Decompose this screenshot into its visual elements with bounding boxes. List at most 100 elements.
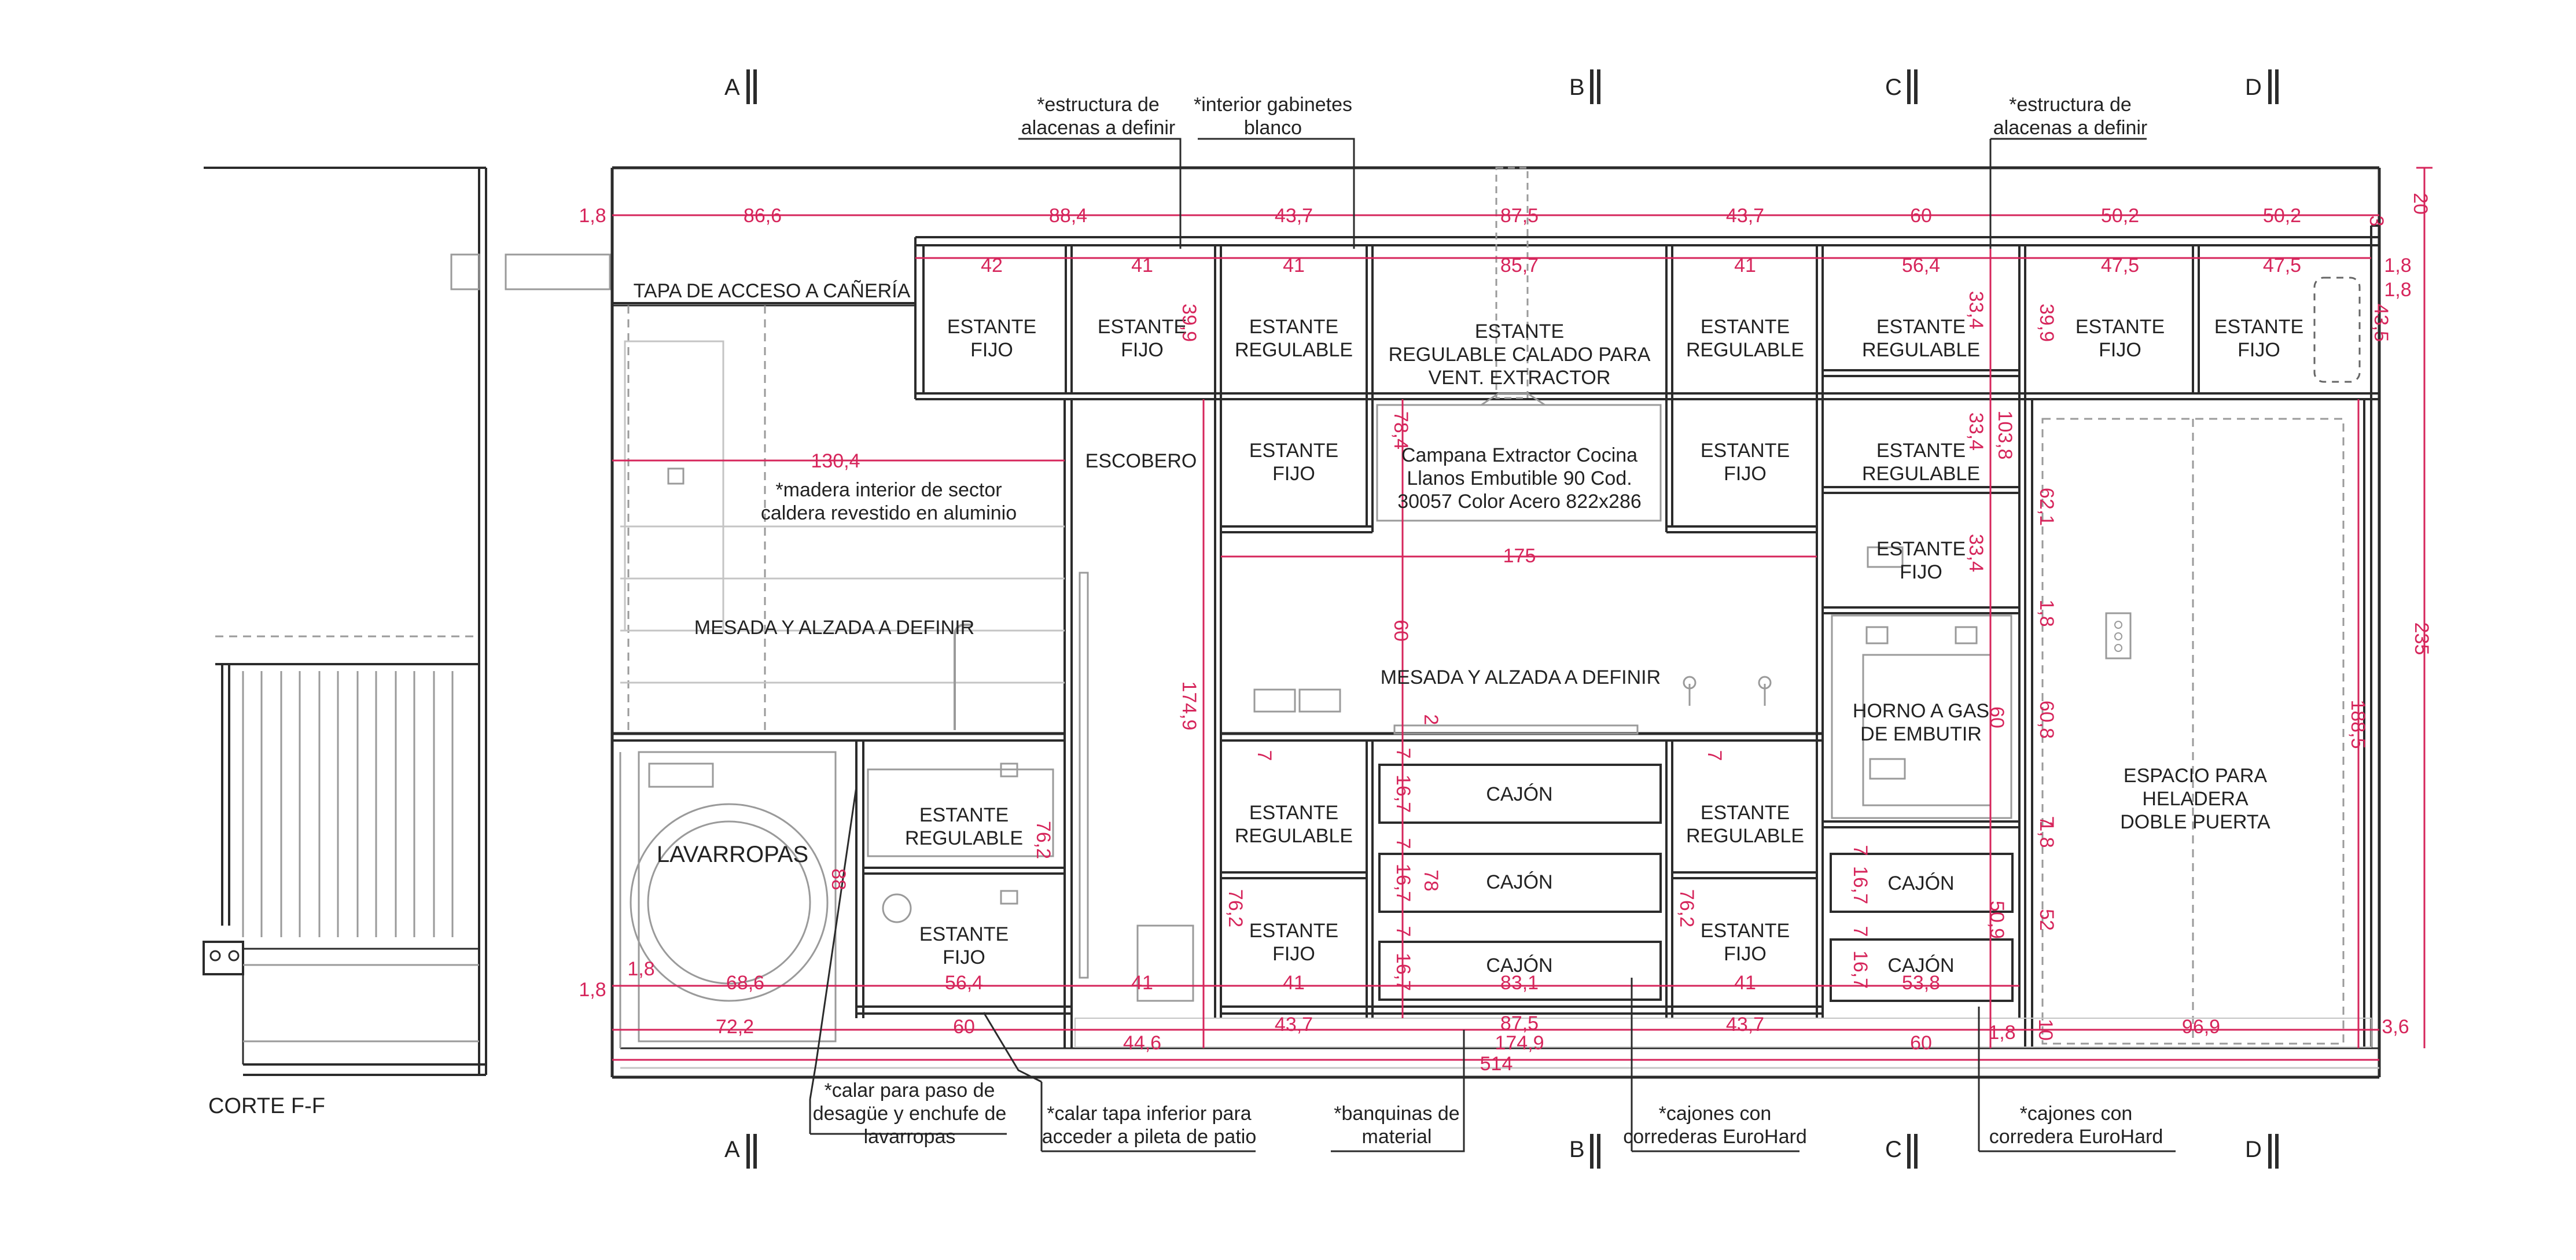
dim-t2: 86,6 (744, 205, 782, 227)
dim-d9: 7 (2036, 816, 2058, 827)
section-c-top: C (1885, 75, 1902, 100)
dim-t7: 60 (1910, 205, 1932, 227)
label-l6b: FIJO (1724, 943, 1767, 965)
label-horno-2: DE EMBUTIR (1860, 723, 1982, 745)
label-l2b: FIJO (943, 946, 985, 968)
label-u8a: ESTANTE (2214, 316, 2303, 338)
note-cajones-2b: corredera EuroHard (1989, 1126, 2163, 1148)
dim-v4: 43,5 (2370, 304, 2392, 342)
dim-b4: 56,4 (945, 972, 983, 994)
dim-f12: 3,6 (2382, 1016, 2409, 1038)
dim-d3: 16,7 (1392, 775, 1414, 813)
dim-b9: 53,8 (1902, 972, 1940, 994)
section-b-bottom: B (1569, 1137, 1585, 1162)
note-cajones-1: *cajones con (1659, 1103, 1772, 1125)
label-l1a: ESTANTE (919, 804, 1009, 826)
label-cajon-5: CAJÓN (1887, 955, 1954, 977)
label-madera-2: caldera revestido en aluminio (761, 502, 1017, 524)
dim-d6: 7 (1392, 926, 1414, 937)
label-cajon-2: CAJÓN (1486, 871, 1552, 893)
section-b-top: B (1569, 75, 1585, 100)
label-mesada-2: MESADA Y ALZADA A DEFINIR (1381, 666, 1661, 688)
dim-s7: 47,5 (2101, 255, 2139, 277)
label-heladera-2: HELADERA (2142, 788, 2249, 810)
dim-v20: 76,2 (1032, 821, 1054, 859)
dim-v8: 33,4 (1965, 412, 1987, 451)
dim-s6: 56,4 (1902, 255, 1940, 277)
range-hood (1376, 167, 1662, 522)
note-estructura-2b: alacenas a definir (1993, 117, 2148, 139)
label-m3a: ESTANTE (1876, 440, 1966, 462)
label-u7a: ESTANTE (2075, 316, 2165, 338)
dim-v9: 62,1 (2036, 488, 2058, 526)
dim-v23: 76,2 (1676, 889, 1698, 927)
label-m2b: FIJO (1724, 463, 1767, 485)
label-u6a: ESTANTE (1876, 316, 1966, 338)
dim-b3: 68,6 (726, 972, 764, 994)
dim-t1: 1,8 (579, 205, 606, 227)
cooking-zone (1221, 676, 1823, 1018)
dim-f1: 72,2 (716, 1016, 754, 1038)
note-estructura-1: *estructura de (1037, 94, 1160, 116)
label-madera-1: *madera interior de sector (775, 479, 1002, 501)
oven-column (1823, 546, 2019, 1002)
dim-b6: 41 (1283, 972, 1305, 994)
dim-h2: 175 (1503, 545, 1536, 567)
dim-t6: 43,7 (1726, 205, 1764, 227)
dim-v3: 39,9 (2036, 304, 2058, 342)
dim-d4: 7 (1392, 838, 1414, 849)
dim-d10: 7 (1849, 845, 1871, 856)
dim-v17: 235 (2411, 622, 2433, 655)
dim-s10: 1,8 (2384, 279, 2411, 301)
note-cajones-2: *cajones con (2020, 1103, 2133, 1125)
label-cajon-3: CAJÓN (1486, 955, 1552, 977)
label-u3b: REGULABLE (1235, 339, 1353, 361)
dim-f7: 174,9 (1495, 1032, 1544, 1054)
dim-f2: 60 (953, 1016, 975, 1038)
dim-s5: 41 (1734, 255, 1756, 277)
section-f-f-label: CORTE F-F (208, 1094, 325, 1118)
note-banquinas: *banquinas de (1334, 1103, 1459, 1125)
note-banquinas-b: material (1362, 1126, 1432, 1148)
dim-f11: 96,9 (2182, 1016, 2220, 1038)
note-estructura-1b: alacenas a definir (1021, 117, 1176, 139)
dim-s2: 41 (1131, 255, 1153, 277)
dim-v14: 60 (1986, 706, 2008, 728)
dim-v15: 60,8 (2036, 701, 2058, 739)
label-m2a: ESTANTE (1701, 440, 1790, 462)
dim-v22: 78 (1420, 870, 1442, 891)
dim-d7: 16,7 (1392, 953, 1414, 991)
label-lavarropas: LAVARROPAS (657, 842, 808, 867)
label-u5a: ESTANTE (1701, 316, 1790, 338)
note-estructura-2: *estructura de (2009, 94, 2132, 116)
label-l2a: ESTANTE (919, 923, 1009, 945)
dim-s4: 85,7 (1500, 255, 1539, 277)
dim-b7: 83,1 (1500, 972, 1539, 994)
dim-d8: 7 (1703, 750, 1725, 761)
dim-b2: 1,8 (627, 958, 654, 980)
label-u1b: FIJO (970, 339, 1013, 361)
dim-t5: 87,5 (1500, 205, 1539, 227)
dim-v2: 33,4 (1965, 291, 1987, 329)
section-f-f (203, 167, 611, 1076)
dim-v24: 1,8 (2036, 820, 2058, 848)
note-interior: *interior gabinetes (1194, 94, 1352, 116)
label-escobero: ESCOBERO (1085, 450, 1197, 472)
dim-d12: 7 (1849, 926, 1871, 937)
label-m1a: ESTANTE (1249, 440, 1338, 462)
section-d-bottom: D (2245, 1137, 2262, 1162)
dim-t3: 88,4 (1049, 205, 1087, 227)
note-calar-1: *calar para paso de (825, 1080, 995, 1101)
note-interior-b: blanco (1244, 117, 1302, 139)
note-cajones-1b: correderas EuroHard (1623, 1126, 1806, 1148)
dim-v7: 103,8 (1994, 410, 2016, 459)
dim-s1: 42 (981, 255, 1003, 277)
label-cajon-4: CAJÓN (1887, 872, 1954, 894)
dim-v11: 174,9 (1178, 681, 1200, 730)
dim-v21: 76,2 (1224, 889, 1246, 927)
dim-d11: 16,7 (1849, 866, 1871, 904)
dim-b1: 1,8 (579, 979, 606, 1001)
label-u4c: VENT. EXTRACTOR (1429, 367, 1611, 389)
dim-v1: 39,9 (1178, 304, 1200, 342)
